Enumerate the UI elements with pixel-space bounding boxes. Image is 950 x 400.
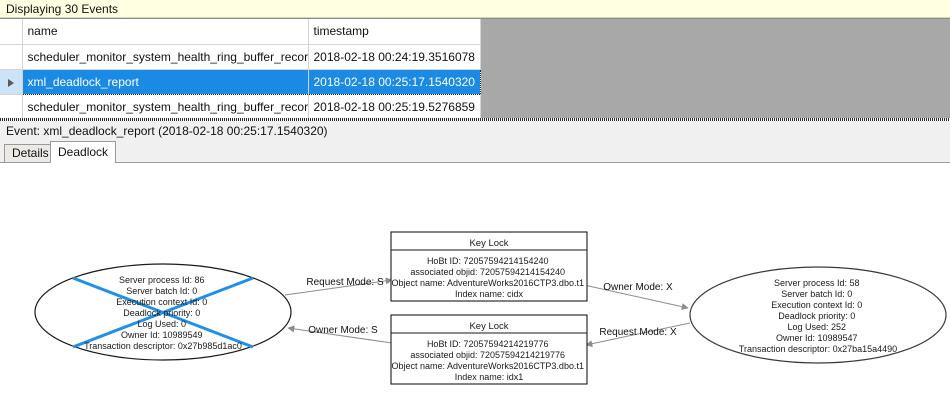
- process-right-details: Server process Id: 58 Server batch Id: 0…: [739, 278, 897, 354]
- row-selector-cell[interactable]: [0, 44, 23, 70]
- edge-right-request-bottom: Request Mode: X: [585, 322, 691, 348]
- events-grid-table: name timestamp scheduler_monitor_system_…: [0, 19, 481, 120]
- row-selector-triangle-icon: [7, 78, 14, 87]
- process-node-left[interactable]: Server process Id: 86 Server batch Id: 0…: [34, 263, 292, 361]
- key-lock-top-title: Key Lock: [469, 238, 508, 249]
- events-grid-header-row: name timestamp: [0, 19, 481, 45]
- grid-splitter[interactable]: [0, 118, 950, 121]
- edge-top-owner-right: Owner Mode: X: [583, 282, 689, 311]
- column-header-name[interactable]: name: [22, 19, 309, 45]
- row-selector-header: [0, 19, 23, 45]
- events-status-bar: Displaying 30 Events: [0, 0, 950, 18]
- key-lock-bottom-details: HoBt ID: 72057594214219776 associated ob…: [392, 339, 587, 382]
- table-row[interactable]: scheduler_monitor_system_health_ring_buf…: [0, 44, 481, 70]
- cell-name[interactable]: scheduler_monitor_system_health_ring_buf…: [22, 44, 309, 70]
- deadlock-victim-cross-icon: [72, 276, 254, 349]
- process-left-details: Server process Id: 86 Server batch Id: 0…: [84, 275, 242, 351]
- resource-node-key-lock-bottom[interactable]: Key Lock HoBt ID: 72057594214219776 asso…: [390, 314, 588, 385]
- tabstrip-underline: [0, 162, 950, 163]
- event-detail-title: Event: xml_deadlock_report (2018-02-18 0…: [6, 124, 328, 138]
- cell-name[interactable]: xml_deadlock_report: [21, 68, 309, 95]
- edge-label-request-mode-s: Request Mode: S: [306, 277, 384, 288]
- key-lock-bottom-title: Key Lock: [469, 321, 508, 332]
- edge-label-owner-mode-x: Owner Mode: X: [603, 282, 673, 293]
- row-selector-cell[interactable]: [0, 94, 23, 120]
- deadlock-graph-canvas[interactable]: Request Mode: S Owner Mode: X Owner Mode…: [0, 163, 950, 400]
- tabstrip: Details Deadlock: [0, 141, 950, 163]
- edge-bottom-owner-left: Owner Mode: S: [287, 325, 393, 344]
- cell-timestamp[interactable]: 2018-02-18 00:24:19.3516078: [308, 44, 481, 70]
- table-row[interactable]: xml_deadlock_report 2018-02-18 00:25:17.…: [0, 68, 481, 95]
- tab-deadlock[interactable]: Deadlock: [50, 141, 117, 163]
- edge-left-request-top: Request Mode: S: [284, 277, 393, 296]
- tabstrip-active-gap: [51, 162, 112, 163]
- table-row[interactable]: scheduler_monitor_system_health_ring_buf…: [0, 94, 481, 120]
- cell-timestamp[interactable]: 2018-02-18 00:25:19.5276859: [308, 94, 481, 120]
- column-header-timestamp[interactable]: timestamp: [308, 19, 481, 45]
- event-detail-header: Event: xml_deadlock_report (2018-02-18 0…: [0, 121, 950, 141]
- key-lock-top-details: HoBt ID: 72057594214154240 associated ob…: [392, 256, 587, 299]
- edge-label-request-mode-x: Request Mode: X: [599, 327, 677, 338]
- events-status-text: Displaying 30 Events: [6, 2, 119, 16]
- row-selector-cell[interactable]: [0, 69, 23, 95]
- events-grid[interactable]: name timestamp scheduler_monitor_system_…: [0, 18, 950, 121]
- cell-name[interactable]: scheduler_monitor_system_health_ring_buf…: [22, 94, 309, 120]
- process-node-right[interactable]: Server process Id: 58 Server batch Id: 0…: [689, 266, 947, 364]
- tab-details[interactable]: Details: [4, 144, 57, 163]
- resource-node-key-lock-top[interactable]: Key Lock HoBt ID: 72057594214154240 asso…: [390, 231, 588, 302]
- cell-timestamp[interactable]: 2018-02-18 00:25:17.1540320: [308, 68, 481, 95]
- edge-label-owner-mode-s: Owner Mode: S: [308, 325, 378, 336]
